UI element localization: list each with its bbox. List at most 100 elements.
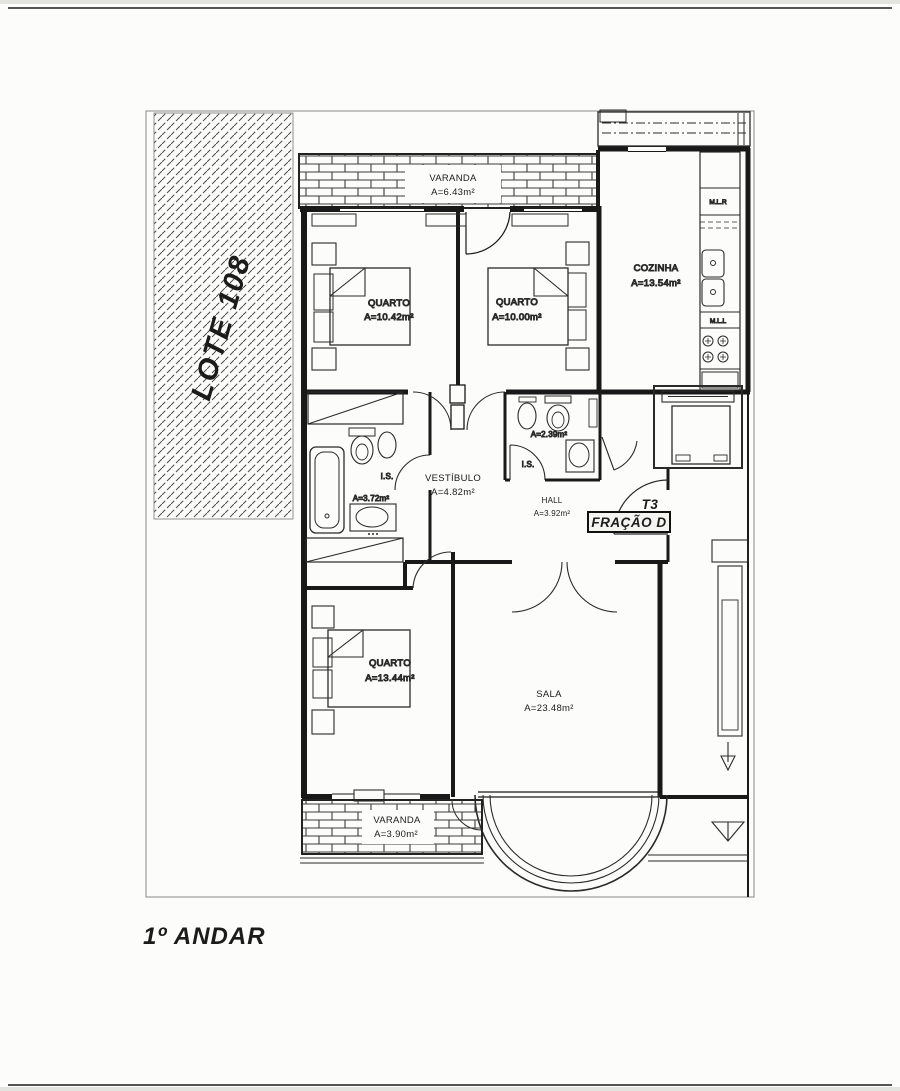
quarto2-bed-fold: [533, 267, 569, 297]
washbasin-small: [568, 442, 590, 468]
sala-name: SALA: [536, 689, 562, 700]
washbasin-small-counter: [565, 439, 595, 473]
quarto2-side-unit-2: [567, 309, 587, 341]
glass-wall-sala: [478, 791, 662, 798]
quarto3-bed: [327, 629, 411, 708]
counter-dividers-top: [700, 187, 740, 216]
toilet-tank: [348, 427, 376, 437]
quarto1-side-unit-1: [313, 273, 334, 311]
door-varanda-quarto2: [465, 211, 511, 255]
wardrobe-bottom: [305, 537, 404, 563]
toilet-tank-small: [544, 395, 572, 404]
elevator-cab-mark-2: [713, 454, 728, 462]
stair-landing: [711, 539, 749, 563]
kitchen-ledge-corner: [599, 109, 627, 123]
quarto2-name: QUARTO: [496, 297, 538, 308]
varanda-bottom-label-box: [362, 810, 434, 844]
quarto3-nightstand-1: [311, 605, 335, 629]
cozinha-name: COZINHA: [634, 263, 679, 274]
sink-basin-1: [701, 249, 725, 278]
landing-edge-lines: [648, 854, 748, 862]
bay-arc-middle: [482, 794, 660, 884]
floor-title: 1º ANDAR: [143, 923, 266, 950]
washbasin-counter: [349, 503, 397, 532]
wardrobe-bottom-diagonal: [305, 537, 404, 563]
windows-top: [340, 205, 582, 213]
fraction-box: [587, 511, 671, 533]
quarto2-area: A=10.00m²: [492, 312, 541, 323]
quarto1-nightstand-2: [311, 347, 337, 371]
sink-drain-1: [710, 260, 716, 266]
varanda-top-area: A=6.43m²: [431, 187, 475, 198]
varanda-bottom-area: A=3.90m²: [374, 829, 418, 840]
vestibulo-name: VESTÍBULO: [425, 473, 481, 484]
bidet-small: [517, 402, 537, 430]
counter-dividers-bottom: [700, 311, 740, 370]
quarto1: QUARTO A=10.42m²: [311, 213, 467, 371]
door-varanda-bottom: [451, 799, 483, 831]
washer-label: M.L.R: [709, 199, 727, 206]
is-main-area: A=3.72m²: [353, 494, 390, 503]
door-kitchen-corridor: [601, 436, 638, 471]
sala: SALA A=23.48m²: [511, 561, 618, 714]
quarto3-nightstand-2: [311, 709, 335, 735]
scan-edge-top: [0, 0, 900, 4]
common-area: [648, 385, 749, 862]
quarto2: QUARTO A=10.00m²: [487, 213, 590, 371]
walls-hall-quarto3: [302, 560, 668, 590]
door-is-small: [509, 444, 546, 481]
quarto3-side-unit-1: [312, 637, 333, 668]
vestibule-column-2: [450, 404, 465, 430]
quarto3-name: QUARTO: [369, 658, 411, 669]
wardrobe-top: [307, 391, 404, 425]
walls: [300, 145, 751, 897]
varanda-bottom-edge: [300, 857, 484, 864]
elevator-shaft: [653, 385, 743, 469]
hall-area: A=3.92m²: [534, 509, 571, 518]
stair-direction-arrow: [710, 821, 746, 842]
lot-area: LOTE 108: [145, 110, 755, 898]
bay-arc-outer: [474, 794, 668, 892]
cozinha: M.L.R M.L.L COZINHA A=13.54m²: [597, 109, 751, 391]
elevator-cab: [671, 405, 731, 465]
toilet-bowl-small-inner: [551, 411, 565, 429]
vestibulo: VESTÍBULO A=4.82m²: [412, 391, 506, 498]
door-is-main: [394, 454, 431, 491]
door-quarto1: [412, 391, 452, 431]
kitchen-top-ledge: [597, 111, 751, 147]
kitchen-ledge-dash-lines: [602, 122, 746, 134]
kitchen-cabinet: [701, 371, 739, 389]
sink-drain-2: [710, 289, 716, 295]
varanda-bottom: VARANDA A=3.90m²: [300, 799, 484, 864]
quarto1-radiator: [311, 213, 357, 227]
wardrobe-top-diagonal: [307, 391, 404, 425]
unit-type-label: T3: [642, 497, 659, 512]
bidet-tap-small: [518, 396, 537, 403]
stair-rail-inner: [721, 599, 739, 731]
quarto3-area: A=13.44m²: [365, 673, 414, 684]
quarto1-nightstand-1: [311, 242, 337, 266]
dishwasher-label: M.L.L: [710, 318, 727, 325]
duct: [588, 398, 598, 428]
kitchen-counter: [699, 151, 741, 391]
top-wall-cabinet: [425, 213, 467, 227]
walls-is-small: [503, 392, 602, 482]
toilet-bowl: [350, 435, 374, 465]
scan-edge-bottom: [0, 1087, 900, 1091]
quarto1-bed-fold: [329, 267, 366, 297]
quarto2-side-unit-1: [567, 272, 587, 308]
door-quarto3: [412, 551, 452, 589]
quarto2-nightstand-2: [565, 347, 590, 371]
elevator-cab-mark-1: [675, 454, 691, 462]
quarto1-bed: [329, 267, 411, 346]
stair-arrow-down: [720, 742, 736, 772]
quarto1-area: A=10.42m²: [364, 312, 413, 323]
sala-area: A=23.48m²: [524, 703, 573, 714]
washbasin: [355, 506, 389, 528]
elevator-door: [661, 390, 735, 403]
is-small: A=2.39m² I.S.: [509, 395, 598, 481]
is-small-name: I.S.: [522, 460, 535, 469]
